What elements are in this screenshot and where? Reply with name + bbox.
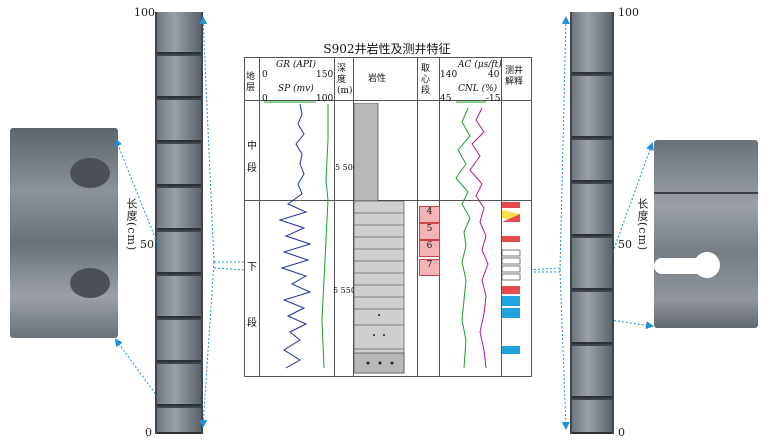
left-scale-bottom: 0: [145, 426, 152, 439]
header-ac-min: 140: [440, 70, 458, 80]
right-scale-mid: 50: [618, 238, 632, 251]
depth-5500: 5 500: [335, 163, 358, 172]
header-cnl-max: -15: [486, 94, 501, 104]
header-sp-max: 100: [316, 94, 334, 104]
core-segment-4: 4: [419, 206, 440, 223]
left-scale-mid: 50: [140, 238, 154, 251]
header-gr: GR (API): [276, 60, 316, 70]
right-core-column: [570, 12, 614, 434]
core-segment-7: 7: [419, 259, 440, 276]
log-curves: [264, 101, 489, 369]
header-lithology: 岩性: [368, 74, 387, 84]
header-ac: AC (μs/ft): [458, 60, 502, 70]
depth-5550: 5 550: [333, 286, 356, 295]
core-segment-5: 5: [419, 223, 440, 240]
stage-lower-1: 下: [247, 262, 257, 273]
header-sp: SP (mv): [278, 84, 314, 94]
header-interp: 测井解释: [505, 66, 524, 87]
left-core-closeup: [10, 128, 118, 338]
header-depth: 深度(m): [337, 64, 353, 96]
header-sp-min: 0: [262, 94, 268, 104]
stage-middle: 中段: [247, 141, 257, 174]
left-axis-label: 长度(cm): [125, 198, 138, 252]
header-cnl: CNL (%): [458, 84, 498, 94]
stage-lower-2: 段: [247, 318, 257, 329]
lithology-column: [354, 103, 405, 374]
right-scale-top: 100: [618, 6, 639, 19]
header-cnl-min: 45: [440, 94, 452, 104]
chart-title: S902井岩性及测井特征: [323, 42, 451, 56]
right-scale-bottom: 0: [618, 426, 625, 439]
core-segment-6: 6: [419, 240, 440, 257]
header-stratum: 地层: [246, 72, 256, 93]
header-ac-max: 40: [488, 70, 500, 80]
header-gr-min: 0: [262, 70, 268, 80]
right-core-closeup: [654, 140, 758, 328]
left-scale-top: 100: [134, 6, 155, 19]
interpretation-column: [501, 202, 521, 354]
right-axis-label: 长度(cm): [636, 198, 649, 252]
left-core-column: [155, 12, 203, 434]
header-coring: 取心段: [421, 64, 431, 96]
header-gr-max: 150: [316, 70, 334, 80]
